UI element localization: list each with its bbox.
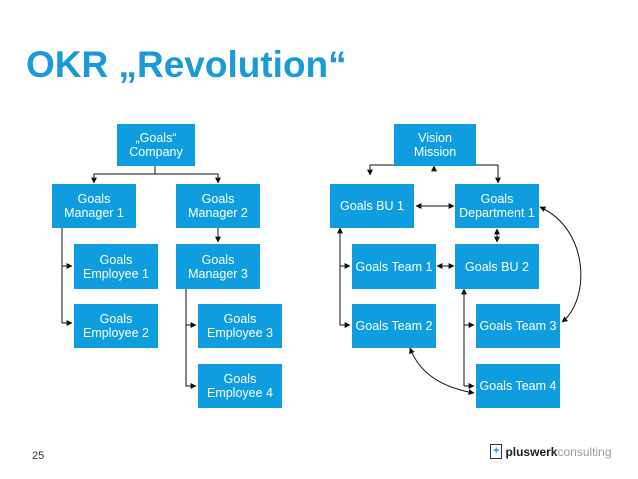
line-bu1-team1-team2 <box>340 228 350 326</box>
box-goals-manager-2: Goals Manager 2 <box>176 184 260 228</box>
box-goals-team-3: Goals Team 3 <box>476 304 560 348</box>
box-goals-team-4: Goals Team 4 <box>476 364 560 408</box>
pluswerk-logo: + pluswerk consulting <box>490 444 612 459</box>
box-goals-team-1: Goals Team 1 <box>352 244 436 289</box>
logo-brand: pluswerk <box>505 444 558 459</box>
curve-team2-team4 <box>409 347 475 396</box>
slide-title: OKR „Revolution“ <box>26 44 347 85</box>
box-goals-team-2: Goals Team 2 <box>352 304 436 348</box>
line-manager3-employee4 <box>185 325 197 389</box>
box-goals-employee-4: Goals Employee 4 <box>198 364 282 408</box>
box-goals-bu-1: Goals BU 1 <box>330 184 414 228</box>
box-vision-mission: Vision Mission <box>394 124 476 166</box>
line-manager1-employee2 <box>61 266 73 326</box>
logo-suffix: consulting <box>557 444 612 459</box>
box-goals-company: „Goals“ Company <box>117 124 195 166</box>
box-goals-manager-3: Goals Manager 3 <box>176 244 260 289</box>
box-goals-bu-2: Goals BU 2 <box>455 244 539 289</box>
plus-icon: + <box>490 444 503 459</box>
box-goals-department-1: Goals Department 1 <box>455 184 539 228</box>
page-number: 25 <box>32 450 45 462</box>
line-company-manager2 <box>155 173 221 184</box>
line-manager3-employee3 <box>185 289 197 328</box>
line-manager1-employee1 <box>61 228 73 269</box>
box-goals-employee-1: Goals Employee 1 <box>74 244 158 289</box>
box-goals-manager-1: Goals Manager 1 <box>52 184 136 228</box>
box-goals-employee-3: Goals Employee 3 <box>198 304 282 348</box>
curve-department1-team3 <box>539 206 582 323</box>
line-company-manager1 <box>91 166 156 184</box>
box-goals-employee-2: Goals Employee 2 <box>74 304 158 348</box>
